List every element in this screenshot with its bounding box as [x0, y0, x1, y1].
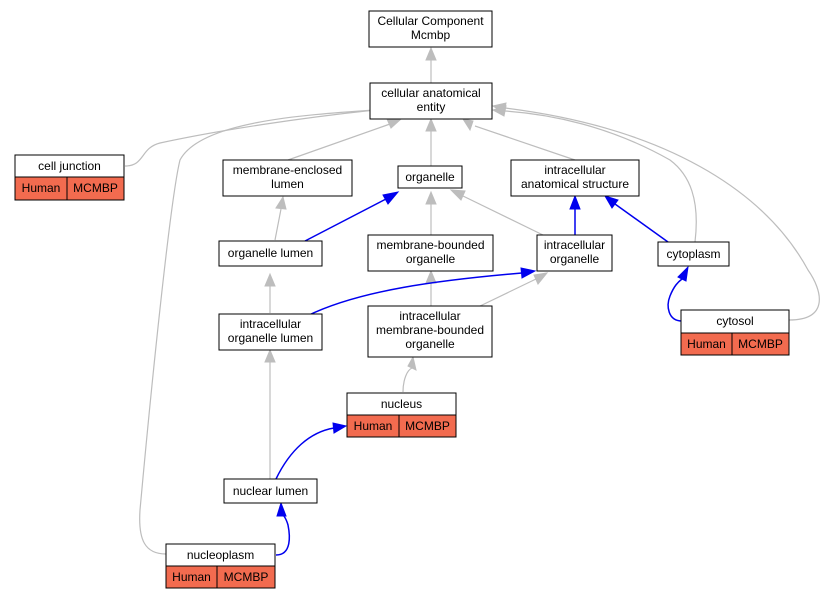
node-label-line: nucleus: [381, 397, 422, 411]
node-label-line: anatomical structure: [521, 177, 629, 191]
edge-cytoplasm-part-of-ias: [603, 195, 669, 243]
node-label-line: Mcmbp: [411, 28, 451, 42]
node-label-line: membrane-enclosed: [233, 163, 342, 177]
edge-organelle-lumen-to-mel: [274, 195, 287, 241]
edge-imbo-to-mbo: [425, 269, 437, 306]
node-cytoplasm[interactable]: cytoplasm: [657, 241, 730, 267]
node-cellular-anatomical-entity[interactable]: cellular anatomical entity: [369, 82, 493, 120]
node-nucleoplasm[interactable]: nucleoplasm Human MCMBP: [165, 543, 276, 589]
species-label: Human: [687, 337, 726, 351]
node-label-line: lumen: [271, 177, 304, 191]
node-label-line: Cellular Component: [377, 14, 484, 28]
edge-nuclear-lumen-part-of-nucleus: [275, 422, 348, 480]
species-label: Human: [22, 181, 61, 195]
edge-ias-to-cae: [461, 118, 576, 161]
edge-intracellular-organelle-part-of-ias: [569, 194, 581, 236]
node-label-line: membrane-bounded: [376, 323, 484, 337]
node-intracellular-organelle[interactable]: intracellular organelle: [536, 234, 613, 272]
edge-cae-to-root: [425, 46, 437, 84]
node-label-line: intracellular: [544, 238, 605, 252]
edge-cytosol-part-of-cytoplasm: [667, 265, 689, 322]
edge-imbo-to-intracellular-organelle: [477, 272, 549, 308]
node-label-line: cell junction: [38, 159, 101, 173]
node-cellular-component-mcmbp[interactable]: Cellular Component Mcmbp: [368, 10, 493, 48]
edge-iol-part-of-intracellular-organelle: [306, 267, 537, 317]
node-label-line: organelle: [405, 337, 455, 351]
species-label: Human: [172, 570, 211, 584]
node-label-line: membrane-bounded: [376, 238, 484, 252]
node-label-line: nuclear lumen: [233, 484, 308, 498]
species-label: Human: [354, 419, 393, 433]
node-membrane-bounded-organelle[interactable]: membrane-bounded organelle: [367, 234, 494, 272]
node-organelle-lumen[interactable]: organelle lumen: [218, 240, 323, 267]
node-nuclear-lumen[interactable]: nuclear lumen: [223, 478, 318, 504]
node-label-line: organelle: [550, 252, 600, 266]
node-label-line: organelle: [405, 170, 455, 184]
edge-mel-to-cae: [287, 118, 403, 161]
edge-nucleoplasm-part-of-nuclear-lumen: [275, 501, 291, 556]
gene-label: MCMBP: [73, 181, 118, 195]
gene-label: MCMBP: [405, 419, 450, 433]
node-intracellular-anatomical-structure[interactable]: intracellular anatomical structure: [510, 159, 640, 197]
edge-mbo-to-organelle: [425, 190, 437, 237]
edge-organelle-lumen-part-of-organelle: [304, 191, 400, 242]
node-cytosol[interactable]: cytosol Human MCMBP: [680, 309, 790, 356]
gene-label: MCMBP: [738, 337, 783, 351]
node-label-line: intracellular: [240, 317, 301, 331]
node-label-line: organelle lumen: [228, 331, 313, 345]
edge-cell-junction-to-cae: [124, 104, 389, 167]
edge-iol-to-organelle-lumen: [264, 272, 276, 313]
node-nucleus[interactable]: nucleus Human MCMBP: [346, 392, 457, 438]
edge-intracellular-organelle-to-organelle: [449, 189, 546, 237]
node-label-line: cytosol: [716, 314, 753, 328]
node-organelle[interactable]: organelle: [397, 165, 463, 189]
node-label-line: organelle lumen: [228, 246, 313, 260]
edge-nuclear-lumen-to-iol: [264, 348, 276, 479]
node-membrane-enclosed-lumen[interactable]: membrane-enclosed lumen: [222, 159, 353, 197]
node-intracellular-membrane-bounded-organelle[interactable]: intracellular membrane-bounded organelle: [367, 305, 493, 358]
edge-nucleus-to-imbo: [402, 355, 417, 393]
node-label-line: cellular anatomical: [381, 86, 480, 100]
node-intracellular-organelle-lumen[interactable]: intracellular organelle lumen: [218, 313, 323, 351]
node-label-line: nucleoplasm: [187, 548, 254, 562]
node-label-line: entity: [417, 100, 446, 114]
edge-organelle-to-cae: [425, 117, 437, 166]
node-cell-junction[interactable]: cell junction Human MCMBP: [14, 154, 125, 201]
edge-cytosol-to-cae: [491, 102, 820, 321]
node-label-line: intracellular: [544, 163, 605, 177]
gene-label: MCMBP: [224, 570, 269, 584]
node-label-line: intracellular: [399, 309, 460, 323]
node-label-line: cytoplasm: [666, 247, 720, 261]
node-label-line: organelle: [406, 252, 456, 266]
